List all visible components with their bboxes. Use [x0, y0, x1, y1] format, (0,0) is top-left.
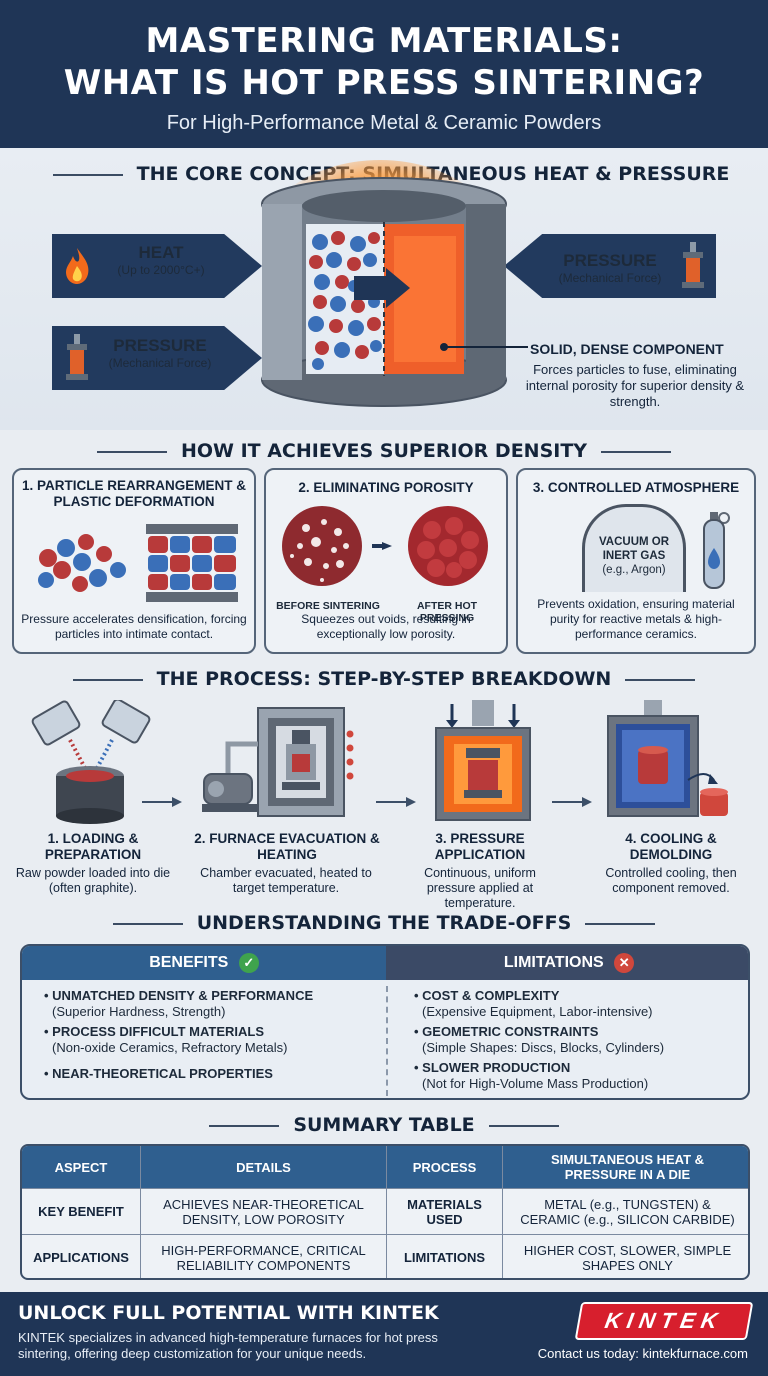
- density-title: HOW IT ACHIEVES SUPERIOR DENSITY: [0, 440, 768, 462]
- card-1-title: 1. PARTICLE REARRANGEMENT & PLASTIC DEFO…: [21, 478, 246, 509]
- step-1-desc: Raw powder loaded into die (often graphi…: [15, 866, 171, 895]
- flame-icon: [66, 248, 89, 284]
- contact-link[interactable]: Contact us today: kintekfurnace.com: [537, 1346, 748, 1361]
- table-header-row: ASPECT DETAILS PROCESS SIMULTANEOUS HEAT…: [22, 1146, 748, 1188]
- benefit-item: • PROCESS DIFFICULT MATERIALS(Non-oxide …: [44, 1024, 288, 1055]
- limitation-item: • COST & COMPLEXITY(Expensive Equipment,…: [414, 988, 653, 1019]
- card-2-title: 2. ELIMINATING POROSITY: [298, 480, 474, 495]
- card-1-desc: Pressure accelerates densification, forc…: [21, 612, 247, 641]
- loading-illustration: [31, 700, 151, 824]
- tradeoffs-title: UNDERSTANDING THE TRADE-OFFS: [0, 912, 768, 934]
- rearrangement-illustration: [38, 524, 238, 602]
- step-4-title: 4. COOLING & DEMOLDING: [625, 831, 717, 862]
- porosity-illustration: [282, 506, 488, 586]
- vacuum-chamber: VACUUM OR INERT GAS (e.g., Argon): [582, 504, 686, 592]
- step-2-desc: Chamber evacuated, heated to target temp…: [200, 866, 372, 895]
- limitations-header: LIMITATIONS ✕: [386, 946, 748, 980]
- press-icon: [682, 242, 704, 288]
- footer: UNLOCK FULL POTENTIAL WITH KINTEK KINTEK…: [0, 1292, 768, 1376]
- powder-particles: [308, 231, 382, 370]
- benefits-header: BENEFITS ✓: [22, 946, 386, 980]
- pressure-label-left: PRESSURE: [113, 336, 207, 355]
- summary-title: SUMMARY TABLE: [0, 1114, 768, 1136]
- pressure-label-left-group: PRESSURE (Mechanical Force): [92, 336, 228, 370]
- solid-component-desc: Forces particles to fuse, eliminating in…: [525, 362, 745, 409]
- card-3-desc: Prevents oxidation, ensuring material pu…: [537, 597, 735, 641]
- step-3-title: 3. PRESSURE APPLICATION: [434, 831, 526, 862]
- tradeoffs-divider: [386, 986, 388, 1096]
- process-arrow-1: [142, 797, 182, 807]
- tradeoffs-panel: BENEFITS ✓ LIMITATIONS ✕ • UNMATCHED DEN…: [20, 944, 750, 1100]
- die-cross-section: [261, 177, 507, 407]
- cooling-illustration: [607, 700, 728, 817]
- gas-cylinder-icon: [703, 512, 730, 589]
- cross-icon: ✕: [614, 952, 635, 973]
- limitation-item: • GEOMETRIC CONSTRAINTS(Simple Shapes: D…: [414, 1024, 665, 1055]
- table-row: KEY BENEFIT ACHIEVES NEAR-THEORETICAL DE…: [22, 1188, 748, 1234]
- check-icon: ✓: [238, 952, 259, 973]
- step-2-title: 2. FURNACE EVACUATION & HEATING: [194, 831, 380, 862]
- pressure-note-right: (Mechanical Force): [558, 271, 662, 285]
- benefit-item: • NEAR-THEORETICAL PROPERTIES: [44, 1066, 273, 1081]
- furnace-illustration: [202, 707, 354, 817]
- pressure-label-right: PRESSURE: [563, 251, 657, 270]
- step-3-desc: Continuous, uniform pressure applied at …: [424, 866, 536, 910]
- pressure-arrow-right: [504, 234, 716, 298]
- header: MASTERING MATERIALS: WHAT IS HOT PRESS S…: [0, 0, 768, 148]
- footer-title: UNLOCK FULL POTENTIAL WITH KINTEK: [18, 1302, 439, 1324]
- callout-line: [440, 343, 528, 351]
- density-card-1: 1. PARTICLE REARRANGEMENT & PLASTIC DEFO…: [12, 468, 256, 654]
- subtitle: For High-Performance Metal & Ceramic Pow…: [166, 112, 602, 134]
- footer-desc: KINTEK specializes in advanced high-temp…: [18, 1330, 438, 1361]
- before-sintering-label: BEFORE SINTERING: [276, 600, 380, 612]
- kintek-logo: KINTEK: [574, 1302, 754, 1340]
- title-line-1: MASTERING MATERIALS:: [145, 21, 623, 61]
- step-1-title: 1. LOADING & PREPARATION: [44, 831, 142, 862]
- main-title: MASTERING MATERIALS: WHAT IS HOT PRESS S…: [0, 0, 768, 104]
- density-card-2: 2. ELIMINATING POROSITY BEFORE SINTERING…: [264, 468, 508, 654]
- card-2-desc: Squeezes out voids, resulting in excepti…: [301, 612, 471, 641]
- chamber-text: VACUUM OR INERT GAS (e.g., Argon): [598, 536, 670, 576]
- pressure-label-right-group: PRESSURE (Mechanical Force): [548, 251, 672, 285]
- limitations-list: • COST & COMPLEXITY(Expensive Equipment,…: [414, 988, 744, 1096]
- title-line-2: WHAT IS HOT PRESS SINTERING?: [63, 63, 705, 103]
- density-card-3: 3. CONTROLLED ATMOSPHERE VACUUM OR INERT…: [516, 468, 756, 654]
- process-title: THE PROCESS: STEP-BY-STEP BREAKDOWN: [0, 668, 768, 690]
- step-4-desc: Controlled cooling, then component remov…: [605, 866, 737, 895]
- limitation-item: • SLOWER PRODUCTION(Not for High-Volume …: [414, 1060, 649, 1091]
- benefit-item: • UNMATCHED DENSITY & PERFORMANCE(Superi…: [44, 988, 314, 1019]
- after-hot-pressing-label: AFTER HOT PRESSING: [416, 600, 478, 624]
- heat-note: (Up to 2000°C+): [117, 263, 205, 277]
- card-3-title: 3. CONTROLLED ATMOSPHERE: [532, 480, 740, 495]
- table-row: APPLICATIONS HIGH-PERFORMANCE, CRITICAL …: [22, 1234, 748, 1278]
- press-icon: [66, 334, 88, 380]
- process-arrow-2: [376, 797, 416, 807]
- benefits-list: • UNMATCHED DENSITY & PERFORMANCE(Superi…: [44, 988, 374, 1086]
- heat-label-group: HEAT (Up to 2000°C+): [96, 243, 226, 277]
- summary-table: ASPECT DETAILS PROCESS SIMULTANEOUS HEAT…: [20, 1144, 750, 1280]
- heat-label: HEAT: [138, 243, 184, 262]
- pressure-application-illustration: [435, 700, 531, 821]
- solid-component-title: SOLID, DENSE COMPONENT: [530, 341, 724, 357]
- pressure-note-left: (Mechanical Force): [108, 356, 212, 370]
- process-arrow-3: [552, 797, 592, 807]
